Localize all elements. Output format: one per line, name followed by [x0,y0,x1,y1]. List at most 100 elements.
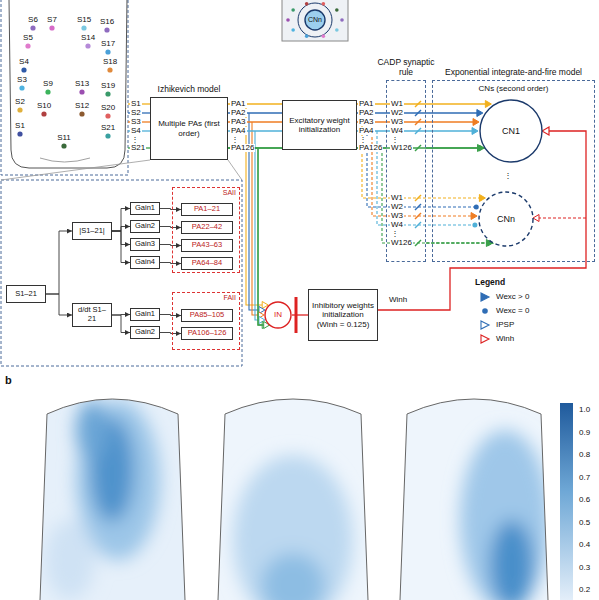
abs-box: |S1–21| [72,222,112,240]
gain-box: Gain2 [130,220,160,233]
colorbar-tick: 0.2 [578,586,591,594]
signal-label: S3 [130,118,142,126]
legend-item: IPSP [478,320,514,330]
weight-label: Winh [388,296,408,304]
sensor-dot [85,43,90,48]
node-text: S1–21 [15,290,37,299]
sensor-dot [79,89,84,94]
neuron-dot [335,8,339,12]
node-heading: CADP synaptic rule [375,58,437,78]
sensor-label: S11 [56,134,72,142]
neuron-dot [322,34,326,38]
gain-box: Gain3 [130,238,160,251]
synapse-mark [415,213,421,219]
pa-wire [228,112,282,113]
legend-text: Winh [496,335,514,343]
neuron-ring-dots [286,2,344,38]
neuron-circle: CNn [478,191,534,247]
triangle-symbol [481,335,489,343]
pa-label: PA4 [230,127,247,135]
sensor-dot [81,25,86,30]
weight-label: W3 [390,212,404,220]
synapse-mark [415,119,421,125]
sensor-dots [17,25,112,148]
connector [378,131,586,310]
sensor-label: S13 [74,80,90,88]
connector [112,227,130,232]
synapse-mark [415,145,421,151]
insole-outline [40,399,185,600]
triangle-symbol [481,321,489,329]
synapse-mark [415,110,421,116]
circle-shape [479,192,533,246]
wires [128,101,586,329]
derivative-box: d/dt S1–21 [72,303,112,327]
pa-wire [228,121,282,122]
connector [160,209,181,210]
circle-outline [479,99,543,163]
signal-label: S21 [130,144,146,152]
node-heading: Exponential integrate-and-fire model [432,68,595,78]
node-text: Gain4 [135,258,155,267]
neuron-dot [340,18,344,22]
afferent-group: FAIIPA85–105PA106–126 [172,292,240,350]
pressure-map [392,380,562,600]
pa-label: PA1 [358,100,375,108]
sensor-label: S16 [99,18,115,26]
pa-wire [357,103,486,104]
sensor-dot [17,131,22,136]
node-heading: Izhikevich model [158,85,221,95]
gain-box: Gain4 [130,256,160,269]
node-text: CN1 [502,126,520,136]
colorbar-tick: 0.6 [578,496,591,504]
synapse-triangle [485,101,491,108]
connector [292,314,308,315]
legend-item: Wexc > 0 [478,292,529,302]
insole-outline [218,399,368,600]
inset-panel [1,180,242,366]
connector [160,315,181,316]
weight-label: W3 [390,118,404,126]
connector [160,263,181,264]
pressure-map [30,380,200,600]
sensor-label: S4 [18,58,30,66]
node-text: PA64–84 [192,259,222,268]
neuron-ring [298,3,332,37]
branch-wire [362,104,480,198]
sensor-label: S17 [100,40,116,48]
legend-sample [478,292,492,302]
pa-box: PA22–42 [181,221,233,234]
node-text: CNn [497,214,515,224]
node-text: FAII [224,294,236,302]
sensor-dot [107,67,112,72]
signal-label: S1 [130,100,142,108]
pa-wire [228,103,282,104]
legend-title: Legend [474,278,506,287]
branch-wire [372,122,472,216]
legend-text: IPSP [496,321,514,329]
colorbar-tick: 0.9 [578,429,591,437]
pa-label: PA126 [230,144,255,152]
legend-text: Wexc = 0 [496,307,529,315]
process-box: Inhibitory weights initialization (Winh … [308,289,378,341]
sensor-label: S5 [22,34,34,42]
branch-wire [377,131,473,225]
synapse-mark [415,204,421,210]
circle-shape [305,10,325,30]
node-text: Gain1 [135,204,155,213]
sensor-label: S20 [100,104,116,112]
sensor-label: S3 [16,76,28,84]
model-box: Izhikevich modelMultiple PAs (first orde… [150,97,228,160]
legend-item: Wexc = 0 [478,306,529,316]
connector [112,231,130,263]
sensor-wire [128,112,150,113]
weight-label: W1 [390,100,404,108]
pa-label: PA3 [230,118,247,126]
sensor-dot [79,111,84,116]
gain-box: Gain1 [130,308,160,321]
circle-outline [264,301,292,329]
neuron-dot [305,2,309,6]
branch-wire [367,113,474,207]
legend-sample [478,306,492,316]
ipsp-triangle [262,302,268,309]
